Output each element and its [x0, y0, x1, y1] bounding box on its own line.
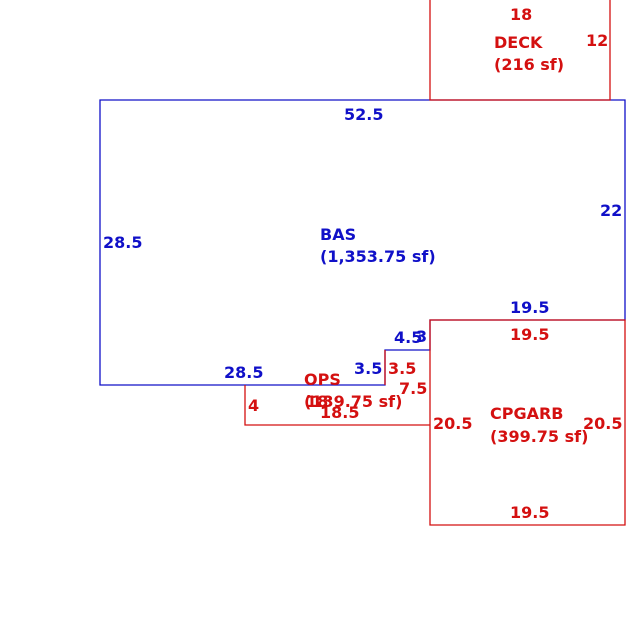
cpgarb-dim-top: 19.5 [510, 325, 549, 344]
bas-dim-notch-lower: 3.5 [354, 359, 382, 378]
cpgarb-dim-bottom: 19.5 [510, 503, 549, 522]
deck-outline [429, 0, 611, 101]
deck-name: DECK [494, 33, 543, 52]
ops-outline [244, 350, 430, 426]
bas-dim-notch-vertical: 3 [416, 327, 427, 346]
cpgarb-outline [429, 319, 626, 526]
bas-name: BAS [320, 225, 356, 244]
deck-area: (216 sf) [494, 55, 564, 74]
cpgarb-dim-left: 20.5 [433, 414, 472, 433]
ops-dim-top: 18 [306, 392, 328, 411]
bas-dim-step: 19.5 [510, 298, 549, 317]
cpgarb-dim-right: 20.5 [583, 414, 622, 433]
deck-dim-top: 18 [510, 5, 532, 24]
ops-name: OPS [304, 370, 341, 389]
ops-area: (139.75 sf) [304, 392, 402, 411]
bas-area: (1,353.75 sf) [320, 247, 436, 266]
bas-dim-top: 52.5 [344, 105, 383, 124]
deck-dim-right: 12 [586, 31, 608, 50]
cpgarb-area: (399.75 sf) [490, 427, 588, 446]
bas-dim-bottom: 28.5 [224, 363, 263, 382]
bas-dim-left: 28.5 [103, 233, 142, 252]
bas-dim-notch-horizontal: 4.5 [394, 328, 422, 347]
ops-dim-bottom: 18.5 [320, 403, 359, 422]
ops-dim-right: 7.5 [399, 379, 427, 398]
ops-dim-left: 4 [248, 396, 259, 415]
ops-dim-notch: 3.5 [388, 359, 416, 378]
cpgarb-name: CPGARB [490, 404, 564, 423]
bas-dim-right: 22 [600, 201, 622, 220]
